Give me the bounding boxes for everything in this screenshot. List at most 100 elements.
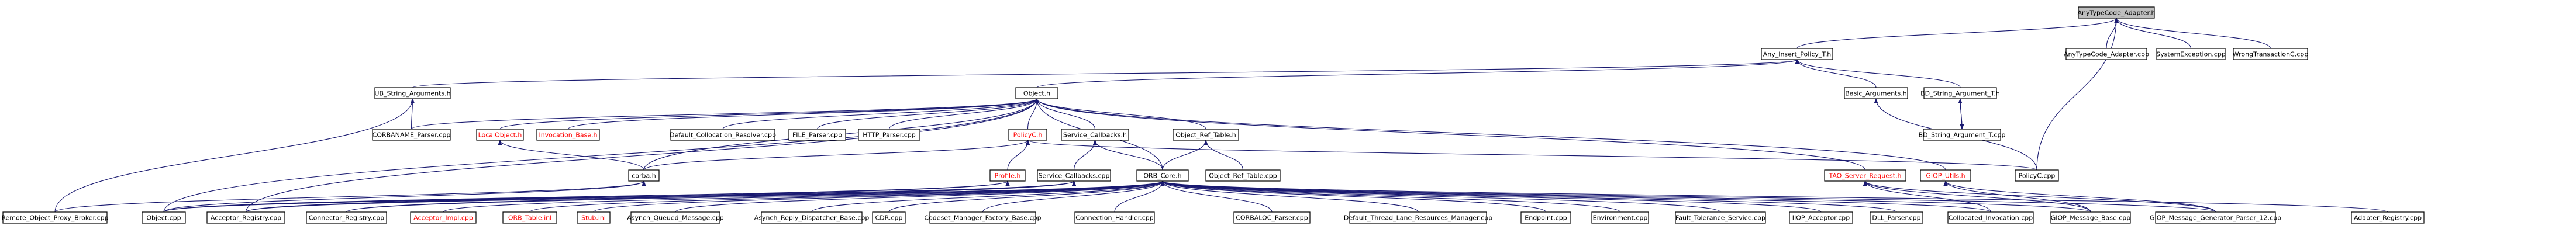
node-label: TAO_Server_Request.h <box>1828 172 1901 180</box>
node-collocated-invocation-cpp[interactable]: Collocated_Invocation.cpp <box>1947 211 2034 224</box>
node-adapter-registry-cpp[interactable]: Adapter_Registry.cpp <box>2351 211 2425 224</box>
node-http-parser-cpp[interactable]: HTTP_Parser.cpp <box>858 129 920 141</box>
node-label: Default_Thread_Lane_Resources_Manager.cp… <box>1344 214 1492 222</box>
node-label: GIOP_Message_Base.cpp <box>2051 214 2131 222</box>
node-box <box>1923 129 2001 141</box>
node-box <box>536 129 600 141</box>
node-label: Object_Ref_Table.cpp <box>1209 172 1277 180</box>
node-label: Object.h <box>1023 90 1050 98</box>
node-box <box>1761 48 1833 60</box>
node-label: Acceptor_Registry.cpp <box>211 214 281 222</box>
node-label: Connector_Registry.cpp <box>309 214 384 222</box>
node-box <box>306 211 387 224</box>
node-box <box>2065 48 2147 60</box>
node-invocation-base-h[interactable]: Invocation_Base.h <box>536 129 600 141</box>
node-default-collocation-resolver-cpp[interactable]: Default_Collocation_Resolver.cpp <box>670 129 776 141</box>
node-asynch-queued-message-cpp[interactable]: Asynch_Queued_Message.cpp <box>627 211 724 224</box>
node-iiop-acceptor-cpp[interactable]: IIOP_Acceptor.cpp <box>1789 211 1853 224</box>
edge-object-ref-table-cpp-to-object-ref-table-h <box>1203 140 1244 171</box>
node-service-callbacks-cpp[interactable]: Service_Callbacks.cpp <box>1037 169 1111 182</box>
node-asynch-reply-dispatcher-base-cpp[interactable]: Asynch_Reply_Dispatcher_Base.cpp <box>754 211 870 224</box>
edge-asynch-queued-message-cpp-to-orb-core-h <box>675 180 1165 213</box>
node-object-cpp[interactable]: Object.cpp <box>142 211 186 224</box>
node-any-insert-policy-t-h[interactable]: Any_Insert_Policy_T.h <box>1761 48 1833 60</box>
edge-giop-message-generator-parser-12-cpp-to-orb-core-h <box>1161 180 2216 213</box>
node-cdr-cpp[interactable]: CDR.cpp <box>872 211 906 224</box>
node-localobject-h[interactable]: LocalObject.h <box>476 129 524 141</box>
edge-giop-message-generator-parser-12-cpp-to-giop-utils-h <box>1943 180 2216 213</box>
edge-collocated-invocation-cpp-to-orb-core-h <box>1160 180 1991 213</box>
node-corba-h[interactable]: corba.h <box>628 169 660 182</box>
node-systemexception-cpp[interactable]: SystemException.cpp <box>2156 48 2226 60</box>
node-corbaloc-parser-cpp[interactable]: CORBALOC_Parser.cpp <box>1233 211 1311 224</box>
node-tao-server-request-h[interactable]: TAO_Server_Request.h <box>1824 169 1906 182</box>
node-policyc-cpp[interactable]: PolicyC.cpp <box>2015 169 2059 182</box>
node-label: HTTP_Parser.cpp <box>863 131 916 139</box>
node-object-ref-table-h[interactable]: Object_Ref_Table.h <box>1173 129 1239 141</box>
edge-object-ref-table-h-to-object-h <box>1034 98 1206 130</box>
node-object-h[interactable]: Object.h <box>1015 87 1058 99</box>
edge-service-callbacks-cpp-to-service-callbacks-h <box>1073 140 1097 171</box>
edge-policyc-cpp-to-anytypecode-adapter-h <box>2036 18 2119 171</box>
node-file-parser-cpp[interactable]: FILE_Parser.cpp <box>788 129 846 141</box>
node-box <box>2233 48 2308 60</box>
node-box <box>1205 169 1281 182</box>
node-box <box>1074 211 1155 224</box>
edge-acceptor-impl-cpp-to-orb-core-h <box>443 180 1165 213</box>
node-basic-arguments-h[interactable]: Basic_Arguments.h <box>1844 87 1908 99</box>
node-codeset-manager-factory-base-cpp[interactable]: Codeset_Manager_Factory_Base.cpp <box>924 211 1042 224</box>
node-label: AnyTypeCode_Adapter.cpp <box>2064 51 2149 58</box>
node-orb-core-h[interactable]: ORB_Core.h <box>1136 169 1189 182</box>
node-wrongtransactionc-cpp[interactable]: WrongTransactionC.cpp <box>2233 48 2308 60</box>
node-label: UB_String_Arguments.h <box>374 90 450 98</box>
node-box <box>1923 87 1997 99</box>
node-label: WrongTransactionC.cpp <box>2233 51 2308 58</box>
node-service-callbacks-h[interactable]: Service_Callbacks.h <box>1061 129 1129 141</box>
node-label: Default_Collocation_Resolver.cpp <box>670 131 776 139</box>
node-box <box>761 211 863 224</box>
node-giop-message-base-cpp[interactable]: GIOP_Message_Base.cpp <box>2050 211 2131 224</box>
node-anytypecode-adapter-h: AnyTypeCode_Adapter.h <box>2077 6 2156 19</box>
node-label: IIOP_Acceptor.cpp <box>1792 214 1850 222</box>
edge-connector-registry-cpp-to-service-callbacks-cpp <box>346 180 1076 213</box>
node-default-thread-lane-resources-manager-cpp[interactable]: Default_Thread_Lane_Resources_Manager.cp… <box>1344 211 1492 224</box>
node-policyc-h[interactable]: PolicyC.h <box>1008 129 1047 141</box>
edge-orb-core-h-to-object-ref-table-h <box>1162 140 1208 171</box>
node-endpoint-cpp[interactable]: Endpoint.cpp <box>1520 211 1571 224</box>
node-acceptor-registry-cpp[interactable]: Acceptor_Registry.cpp <box>206 211 285 224</box>
node-box <box>372 129 451 141</box>
edge-http-parser-cpp-to-object-h <box>888 98 1039 130</box>
node-remote-object-proxy-broker-cpp[interactable]: Remote_Object_Proxy_Broker.cpp <box>1 211 109 224</box>
node-box <box>476 129 524 141</box>
node-environment-cpp[interactable]: Environment.cpp <box>1591 211 1649 224</box>
node-object-ref-table-cpp[interactable]: Object_Ref_Table.cpp <box>1205 169 1281 182</box>
node-box <box>1136 169 1189 182</box>
node-ub-string-arguments-h[interactable]: UB_String_Arguments.h <box>374 87 451 99</box>
node-bd-string-argument-t-h[interactable]: BD_String_Argument_T.h <box>1920 87 2000 99</box>
node-acceptor-impl-cpp[interactable]: Acceptor_Impl.cpp <box>410 211 477 224</box>
node-box <box>206 211 285 224</box>
node-box <box>2351 211 2425 224</box>
node-fault-tolerance-service-cpp[interactable]: Fault_Tolerance_Service.cpp <box>1675 211 1766 224</box>
edge-corbaname-parser-cpp-to-object-h <box>411 98 1039 130</box>
node-giop-message-generator-parser-12-cpp[interactable]: GIOP_Message_Generator_Parser_12.cpp <box>2150 211 2281 224</box>
node-orb-table-inl[interactable]: ORB_Table.inl <box>502 211 557 224</box>
node-corbaname-parser-cpp[interactable]: CORBANAME_Parser.cpp <box>372 129 451 141</box>
edge-giop-message-generator-parser-12-cpp-to-tao-server-request-h <box>1863 180 2216 213</box>
edge-any-insert-policy-t-h-to-anytypecode-adapter-h <box>1796 18 2119 49</box>
node-label: Remote_Object_Proxy_Broker.cpp <box>1 214 108 222</box>
node-connector-registry-cpp[interactable]: Connector_Registry.cpp <box>306 211 387 224</box>
node-label: BD_String_Argument_T.cpp <box>1919 131 2006 139</box>
node-stub-inl[interactable]: Stub.inl <box>577 211 611 224</box>
node-dll-parser-cpp[interactable]: DLL_Parser.cpp <box>1870 211 1923 224</box>
node-anytypecode-adapter-cpp[interactable]: AnyTypeCode_Adapter.cpp <box>2064 48 2149 60</box>
node-box <box>2050 211 2131 224</box>
node-box <box>1920 169 1971 182</box>
node-giop-utils-h[interactable]: GIOP_Utils.h <box>1920 169 1971 182</box>
node-profile-h[interactable]: Profile.h <box>989 169 1026 182</box>
node-bd-string-argument-t-cpp[interactable]: BD_String_Argument_T.cpp <box>1919 129 2006 141</box>
edge-giop-message-base-cpp-to-giop-utils-h <box>1943 180 2091 213</box>
node-connection-handler-cpp[interactable]: Connection_Handler.cpp <box>1074 211 1155 224</box>
edge-bd-string-argument-t-h-to-any-insert-policy-t-h <box>1795 59 1961 88</box>
